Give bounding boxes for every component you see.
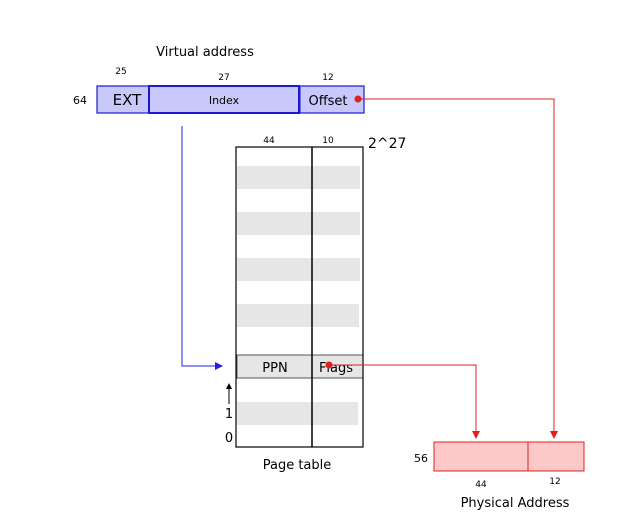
- ext-bits: 25: [115, 67, 126, 77]
- pte-flags-label: Flags: [319, 361, 353, 376]
- index-field-label: Index: [209, 94, 240, 107]
- offset-field-label: Offset: [308, 94, 347, 109]
- pa-ppn-bits: 44: [475, 480, 487, 490]
- ext-field-label: EXT: [113, 91, 142, 109]
- index-field-box: [148, 85, 300, 114]
- virtual-address-title: Virtual address: [156, 45, 254, 60]
- page-table-caption: Page table: [263, 458, 332, 473]
- ppn-source-dot: [325, 361, 333, 369]
- offset-to-pa-arrow: [358, 98, 558, 439]
- flags-col-bits: 10: [322, 136, 334, 146]
- virtual-address-width: 64: [73, 94, 87, 107]
- ppn-to-pa-arrow: [329, 364, 480, 439]
- page-table-rows: [237, 166, 360, 425]
- index-to-pte-arrow: [181, 126, 223, 370]
- row-index-1: 1: [225, 407, 233, 422]
- row-index-0: 0: [225, 431, 233, 446]
- ppn-col-bits: 44: [263, 136, 275, 146]
- physical-address-caption: Physical Address: [461, 496, 570, 511]
- page-table: [235, 146, 364, 448]
- pa-offset-bits: 12: [549, 477, 560, 487]
- pte-ppn-label: PPN: [262, 361, 287, 376]
- index-bits: 27: [218, 73, 229, 83]
- physical-address-width: 56: [414, 452, 428, 465]
- virtual-address-register: [96, 85, 365, 114]
- offset-bits: 12: [322, 73, 333, 83]
- offset-source-dot: [354, 95, 362, 103]
- physical-address-register: [433, 441, 585, 472]
- entries-count-label: 2^27: [368, 136, 406, 152]
